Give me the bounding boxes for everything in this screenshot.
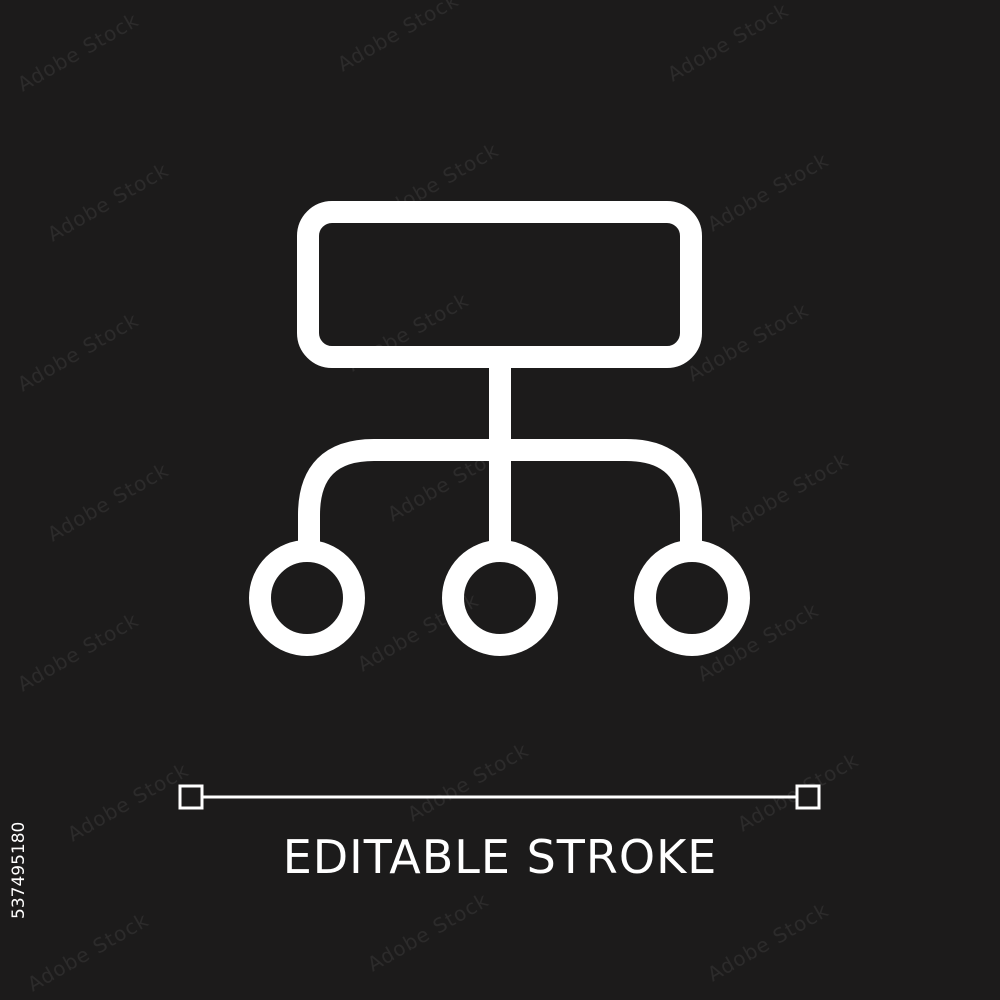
editable-stroke-indicator — [178, 784, 821, 810]
branch-connector-line — [298, 439, 702, 556]
stock-id-label: 537495180 — [9, 821, 29, 919]
child-node-center — [442, 540, 558, 656]
child-node-right — [634, 540, 750, 656]
child-node-left — [249, 540, 365, 656]
stroke-handle-left — [178, 784, 204, 810]
top-node-box — [297, 201, 702, 368]
editable-stroke-caption: EDITABLE STROKE — [282, 830, 718, 884]
stroke-handle-right — [795, 784, 821, 810]
